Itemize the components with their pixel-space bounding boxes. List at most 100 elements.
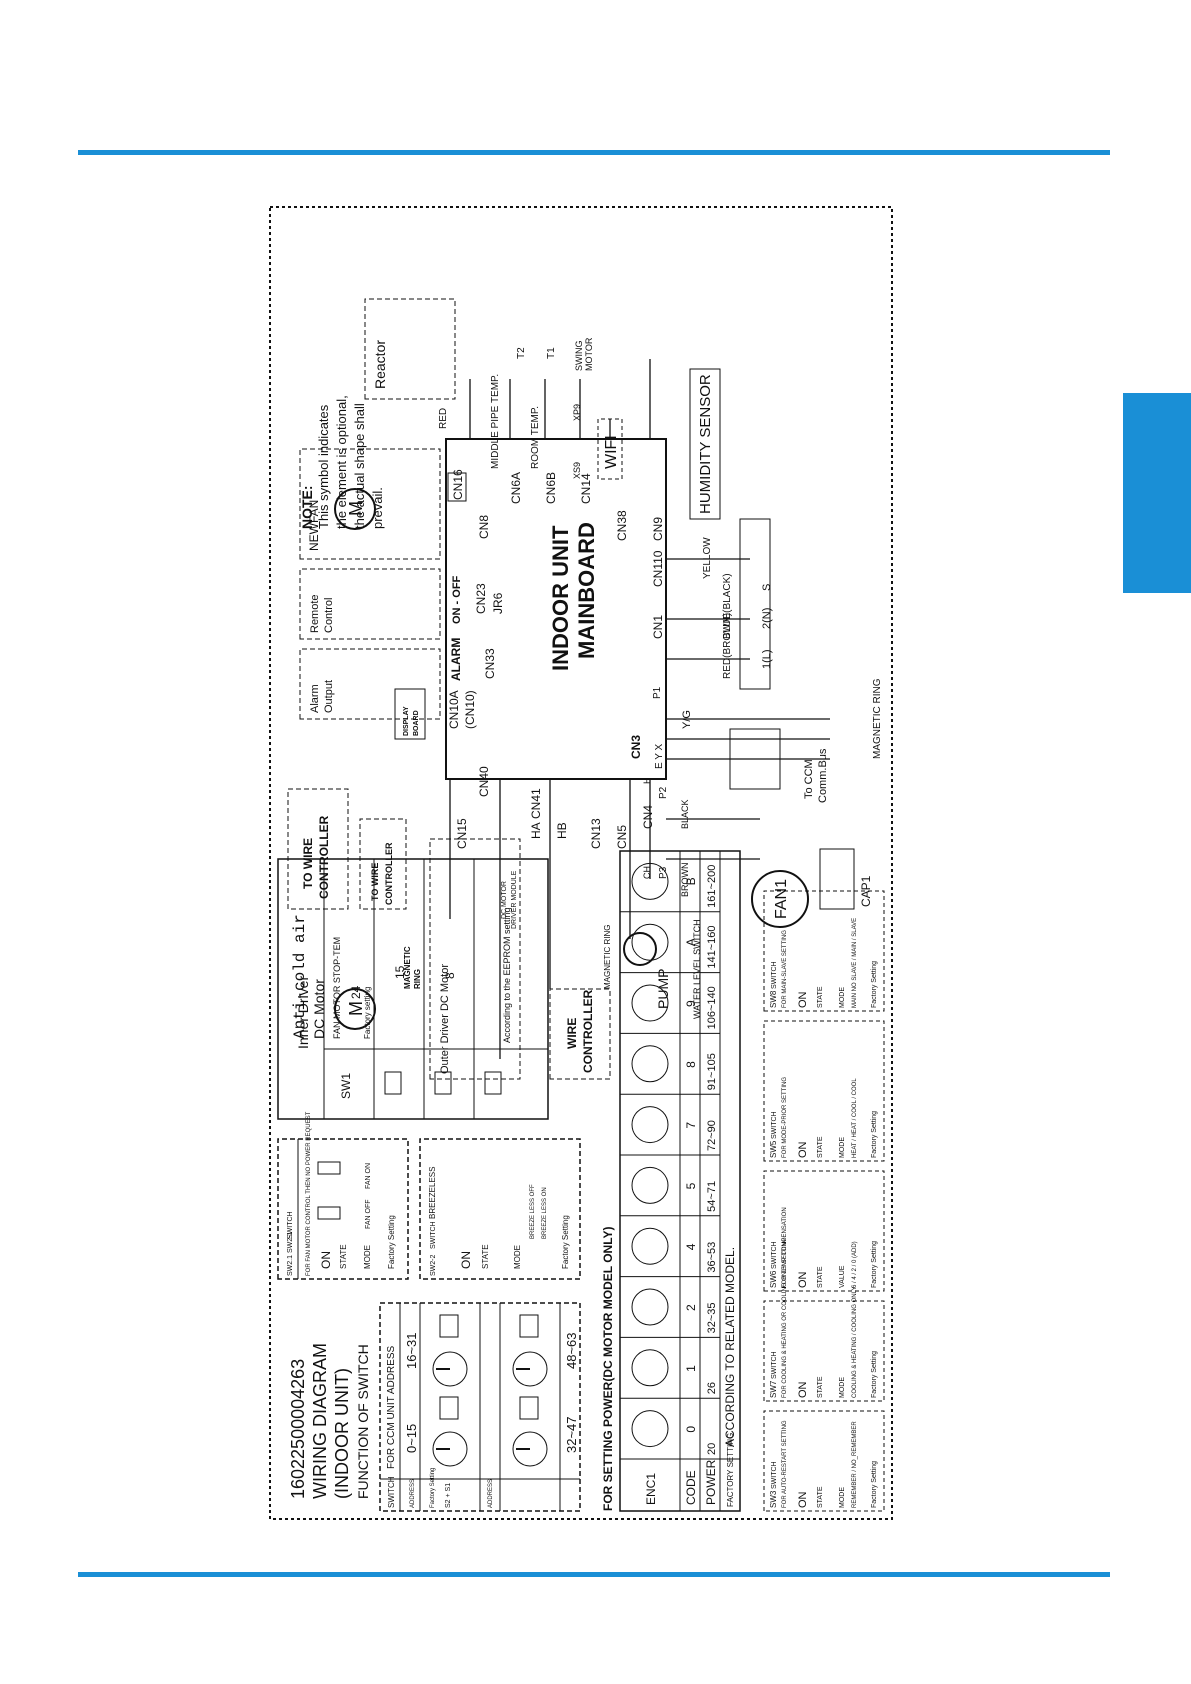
ccm-range-3: 48~63 (564, 1332, 579, 1369)
part-number: 16022500004263 (288, 1359, 308, 1499)
sw2-2-mode-a: BREEZE LESS OFF (530, 1184, 536, 1239)
h-label: H (642, 778, 652, 785)
sw-mode-label: MODE (839, 1137, 846, 1158)
sw-factory: Factory Setting (871, 1461, 878, 1508)
sw-id: SW7 (769, 1380, 778, 1398)
sw2-1-factory: Factory Setting (387, 1215, 396, 1269)
sw-switch-label: SWITCH (771, 1111, 778, 1139)
cn110: CN110 (651, 550, 665, 587)
fan1-label: FAN1 (773, 879, 790, 919)
sw2-1-mode-a: FAN OFF (365, 1199, 372, 1229)
power-setting-table: FOR SETTING POWER(DC MOTOR MODEL ONLY) E… (601, 850, 741, 1512)
sw-on: ON (797, 991, 809, 1008)
note-line2: the element is optional, (334, 395, 349, 529)
sw-title: FOR TEMP COMPENSATION (782, 1207, 788, 1288)
note-line4: prevail. (370, 487, 385, 529)
reactor: Reactor (364, 298, 456, 400)
dip-switch (519, 1396, 539, 1420)
power-range: 32~35 (706, 1302, 718, 1333)
cn10: (CN10) (463, 690, 477, 729)
remote-control-box (299, 568, 441, 640)
p3-label: P3 (658, 866, 669, 879)
humidity-box (689, 368, 721, 520)
sw-mode: COOLING & HEATING / COOLING ONLY (852, 1287, 858, 1398)
sw2-1-on: ON (319, 1251, 333, 1269)
sw2-2-state: STATE (481, 1244, 490, 1269)
ccm-2: Comm.Bus (817, 748, 829, 803)
power-code: 7 (684, 1122, 698, 1129)
power-range: 106~140 (706, 986, 718, 1029)
hb-label: HB (555, 822, 569, 839)
twc1-line1: TO WIRE (301, 838, 315, 889)
enc1-label: ENC1 (644, 1473, 658, 1505)
ccm-switch-label: SWITCH (387, 1476, 396, 1508)
p2-label: P2 (658, 786, 669, 799)
yellow-label: YELLOW (702, 537, 713, 579)
mainboard-line2: MAINBOARD (574, 522, 599, 659)
swing-motor-2: MOTOR (584, 337, 594, 371)
remote-2: Control (323, 598, 335, 633)
wire-ctrl-1: WIRE (565, 1018, 579, 1049)
dip-switch (484, 1071, 502, 1095)
magnetic-ring-label: MAGNETIC RING (603, 925, 612, 989)
sw2-2-id: SW2-2 (430, 1255, 437, 1277)
xp9-label: XP9 (572, 404, 582, 421)
enc1-dial (631, 1410, 669, 1448)
wiring-diagram: 16022500004263 WIRING DIAGRAM (INDOOR UN… (269, 206, 893, 1520)
sw-id: SW5 (769, 1140, 778, 1158)
anti-cold-val-3: According to the EEPROM setting (502, 907, 512, 1043)
ccm-table-title: FOR CCM UNIT ADDRESS (386, 1346, 397, 1469)
sw-on: ON (797, 1271, 809, 1288)
sw-factory: Factory Setting (871, 1111, 878, 1158)
ha-label: HA (529, 822, 543, 839)
sw-state: STATE (817, 1486, 824, 1508)
power-title: FOR SETTING POWER(DC MOTOR MODEL ONLY) (601, 1227, 615, 1511)
power-range: 20 (706, 1443, 718, 1455)
sw2-1-id: SW2.1 SW2-1 (287, 1232, 294, 1276)
pump-motor-icon (623, 932, 657, 966)
newfan-box (299, 448, 441, 560)
ccm-address-label-1: ADDRESS (410, 1479, 416, 1508)
display-2: BOARD (413, 710, 420, 736)
cn33: CN33 (483, 648, 497, 679)
water-switch-label: WATER LEVEL SWITCH (692, 919, 702, 1019)
top-rule (78, 150, 1110, 155)
power-range: 72~90 (706, 1120, 718, 1151)
pump-label: PUMP (655, 969, 671, 1009)
to-wire-controller-2 (359, 818, 407, 910)
factory-label: FACTORY SETTING (726, 1433, 735, 1507)
cn10a: CN10A (447, 690, 461, 729)
terminal-1l: 1(L) (761, 649, 773, 669)
power-code: 5 (684, 1182, 698, 1189)
red-brown-label: RED(BROWN) (722, 613, 733, 679)
sw-mode: 6 / 4 / 2 / 0 (ADD) (852, 1241, 858, 1288)
dip-switch (384, 1071, 402, 1095)
power-code: B (684, 877, 698, 885)
power-code: 9 (684, 1000, 698, 1007)
newfan-label: NEWFAN (307, 500, 321, 551)
dip-switch (317, 1206, 341, 1220)
enc1-dial (631, 1288, 669, 1326)
title-block: 16022500004263 WIRING DIAGRAM (INDOOR UN… (288, 1343, 371, 1499)
to-wire-controller-1 (287, 788, 349, 910)
anti-cold-val-1: 15 (393, 965, 407, 979)
jr6-label: JR6 (491, 592, 505, 614)
dip-switch (434, 1071, 452, 1095)
rotary-dial (512, 1351, 548, 1387)
anti-cold-val-0: 24 (349, 985, 363, 999)
inner-driver-1: Inner Driver (295, 976, 311, 1049)
humidity-label: HUMIDITY SENSOR (697, 374, 714, 514)
wifi-label: WIFI (603, 435, 620, 469)
alarm-out-2: Output (323, 680, 335, 713)
anti-cold-factory: Factory setting (363, 987, 372, 1039)
sw-mode: MAIN NO SLAVE / MAIN / SLAVE (852, 918, 858, 1008)
sw-title: FOR MAIN-SLAVE SETTING (782, 930, 788, 1008)
cn9: CN9 (651, 517, 665, 541)
middle-pipe-label: MIDDLE PIPE TEMP. (490, 374, 501, 469)
power-factory-text: ACCORDING TO RELATED MODEL. (723, 1247, 737, 1447)
cap1-box (819, 848, 855, 910)
swing-motor-1: SWING (574, 341, 584, 372)
p1-label: P1 (652, 686, 663, 699)
cn14: CN14 (579, 473, 593, 504)
